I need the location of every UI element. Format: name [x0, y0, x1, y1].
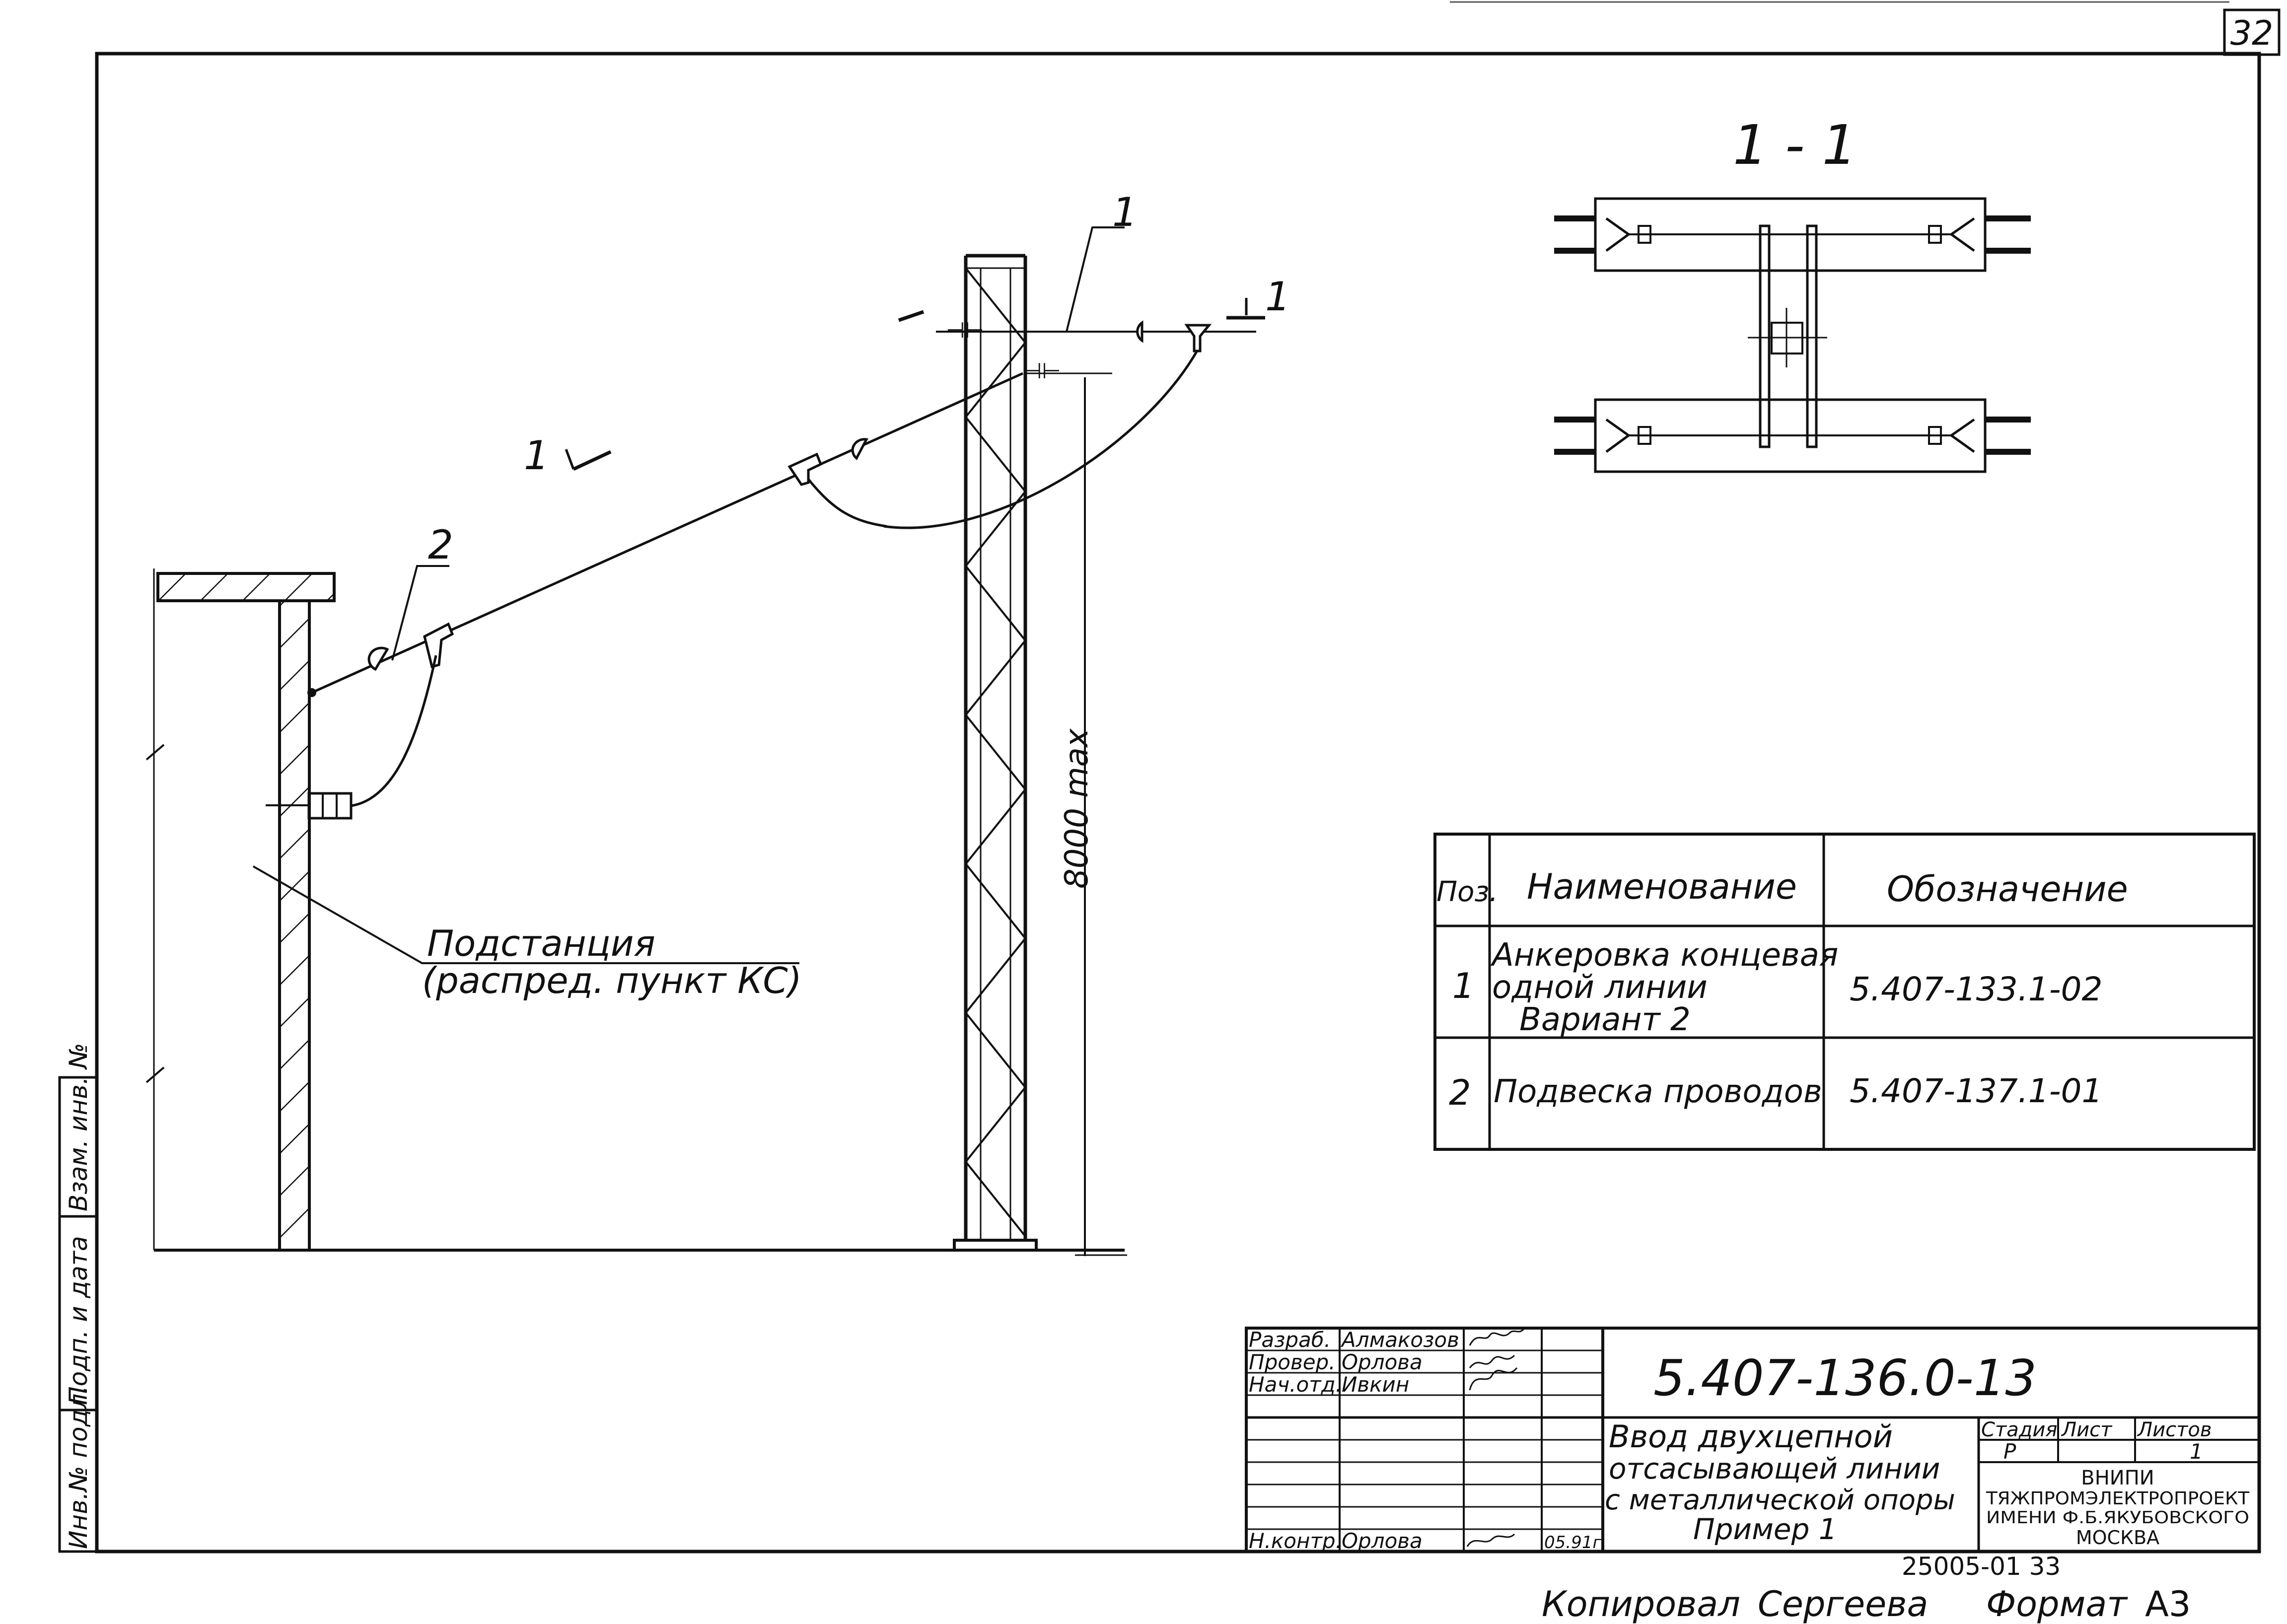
title-line4: Пример 1: [1693, 1512, 1837, 1546]
role-head: Нач.отд.: [1249, 1372, 1342, 1397]
table-row-2-pos: 2: [1449, 1072, 1471, 1113]
format-label: Формат: [1986, 1584, 2128, 1624]
stage-header: Стадия: [1981, 1418, 2057, 1441]
stamp-inv-original: Инв.№ подл.: [64, 1386, 93, 1549]
role-norm-control: Н.контр.: [1249, 1529, 1342, 1553]
wall-entry-insulator: [307, 792, 353, 820]
title-line1: Ввод двухцепной: [1609, 1418, 1893, 1455]
table-row-1-name-line2: одной линии: [1492, 969, 1708, 1006]
substation-wall: [278, 599, 311, 1252]
signature-developer: [1469, 1328, 1525, 1346]
stage-value: Р: [2003, 1439, 2016, 1464]
callout-1: 1: [1112, 189, 1138, 235]
left-stamp-column: Инв.№ подл. Подп. и дата Взам. инв. №: [58, 1043, 98, 1553]
specification-table: Поз. Наименование Обозначение 1 Анкеровк…: [1433, 833, 2256, 1151]
name-head: Ивкин: [1342, 1372, 1409, 1397]
date-norm-control: 05.91г.: [1544, 1533, 1607, 1553]
section-mark-left: 1: [524, 432, 549, 479]
building-roof-slab: [156, 572, 336, 602]
span-insulator-tower: [851, 438, 868, 460]
stamp-signature-date: Подп. и дата: [64, 1236, 93, 1405]
signature-norm-control: [1466, 1533, 1515, 1547]
section-title: 1 - 1: [1733, 113, 1857, 177]
signature-checker: [1469, 1354, 1515, 1368]
span-clamp-wall: [423, 622, 454, 669]
name-checker: Орлова: [1342, 1350, 1423, 1374]
sheets-value: 1: [2190, 1439, 2203, 1464]
signature-head: [1469, 1367, 1518, 1391]
sheet-header: Лист: [2061, 1418, 2113, 1441]
title-block: Разраб. Алмакозов Провер. Орлова Нач.отд…: [1245, 1327, 2261, 1553]
archive-number: 25005-01 33: [1902, 1552, 2061, 1581]
copied-by-label: Копировал: [1542, 1584, 1740, 1624]
role-checker: Провер.: [1249, 1350, 1336, 1374]
table-row-1-name-line3: Вариант 2: [1519, 1001, 1691, 1038]
table-header-pos: Поз.: [1436, 876, 1498, 908]
copied-by-name: Сергеева: [1758, 1584, 1928, 1624]
span-clamp-tower: [787, 452, 823, 486]
elevation-view: 8000 max ⊣⊢ ⊣⊢ 1 1 2 1 Подс: [145, 189, 1290, 1256]
org-line2: ТЯЖПРОМЭЛЕКТРОПРОЕКТ: [1986, 1488, 2250, 1509]
table-row-1-pos: 1: [1452, 966, 1475, 1006]
stamp-replaced-inv: Взам. инв. №: [64, 1043, 93, 1211]
document-code: 5.407-136.0-13: [1653, 1349, 2037, 1407]
title-line2: отсасывающей линии: [1609, 1452, 1940, 1485]
callout-2: 2: [428, 522, 453, 568]
title-line3: с металлической опоры: [1605, 1484, 1955, 1516]
org-line3: ИМЕНИ Ф.Б.ЯКУБОВСКОГО: [1986, 1508, 2249, 1528]
table-row-2-name: Подвеска проводов: [1494, 1073, 1822, 1110]
wall-jumper: [351, 655, 437, 807]
table-header-name: Наименование: [1527, 866, 1797, 907]
sheet-frame: 32: [95, 1, 2281, 1553]
section-1-1-view: 1 - 1: [1554, 113, 2031, 473]
bottom-annotations: 25005-01 33 Копировал Сергеева Формат А3: [1542, 1552, 2191, 1624]
table-row-1-name-line1: Анкеровка концевая: [1490, 937, 1838, 974]
svg-text:⊣⊢: ⊣⊢: [946, 318, 984, 343]
tower-insulator-upper: [1136, 320, 1144, 343]
table-row-1-designation: 5.407-133.1-02: [1850, 970, 2103, 1008]
metal-tower: [953, 254, 1038, 1252]
role-developer: Разраб.: [1249, 1328, 1331, 1352]
name-developer: Алмакозов: [1340, 1328, 1459, 1352]
table-row-2-designation: 5.407-137.1-01: [1850, 1072, 2103, 1110]
height-dimension: 8000 max: [1059, 728, 1095, 889]
sheets-header: Листов: [2137, 1418, 2212, 1441]
name-norm-control: Орлова: [1342, 1529, 1423, 1553]
page-number: 32: [2230, 14, 2274, 53]
substation-label-line1: Подстанция: [427, 922, 655, 964]
tower-jumper: [883, 349, 1199, 529]
format-value: А3: [2145, 1584, 2191, 1624]
svg-text:⊣⊢: ⊣⊢: [1023, 358, 1061, 384]
span-wire: [311, 372, 1024, 694]
table-header-designation: Обозначение: [1887, 869, 2128, 910]
span-insulator-wall: [367, 646, 389, 671]
org-line1: ВНИПИ: [2081, 1467, 2154, 1489]
section-mark-top: 1: [1265, 274, 1290, 320]
tower-base: [953, 1239, 1038, 1252]
org-line4: МОСКВА: [2076, 1527, 2159, 1549]
anchor-clamp-upper: [1184, 324, 1212, 353]
substation-label-line2: (распред. пункт КС): [422, 960, 802, 1001]
